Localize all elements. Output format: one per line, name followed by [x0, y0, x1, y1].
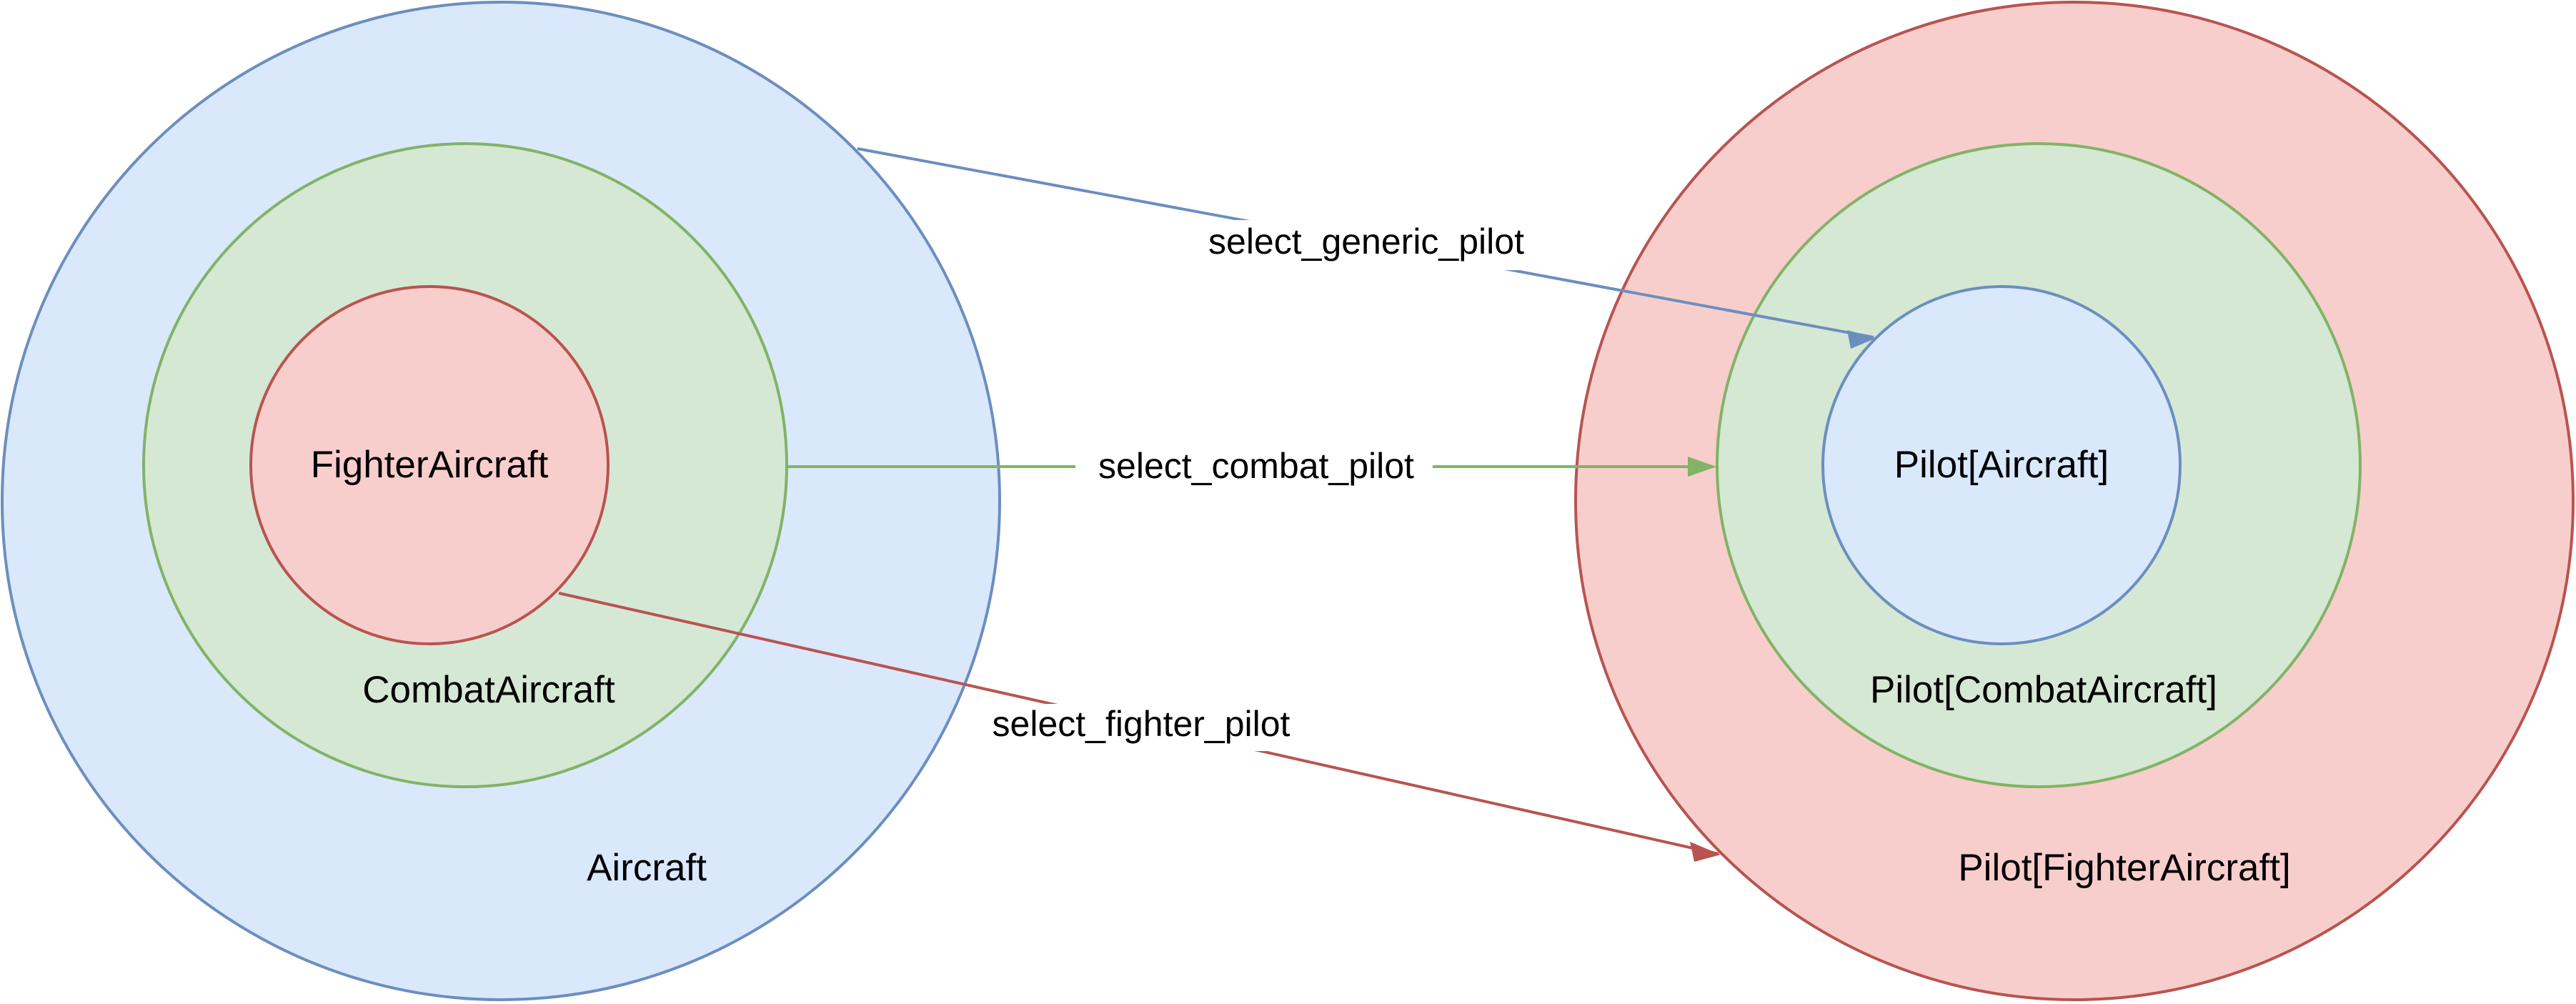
combat-aircraft-label: CombatAircraft — [362, 669, 615, 711]
pilot-combat-aircraft-label: Pilot[CombatAircraft] — [1870, 669, 2217, 711]
edge-combat-label-bg — [1075, 444, 1433, 492]
edge-fighter-label: select_fighter_pilot — [993, 704, 1291, 744]
left-set-group: Aircraft CombatAircraft FighterAircraft — [1, 1, 1001, 1001]
pilot-aircraft-label: Pilot[Aircraft] — [1894, 444, 2109, 486]
edge-fighter[interactable]: select_fighter_pilot — [558, 592, 1721, 862]
edge-combat-label: select_combat_pilot — [1098, 446, 1414, 486]
edge-combat-arrowhead — [1688, 457, 1716, 477]
edge-generic[interactable]: select_generic_pilot — [857, 147, 1876, 349]
fighter-aircraft-label: FighterAircraft — [311, 444, 549, 486]
fighter-aircraft-circle[interactable] — [249, 285, 610, 645]
edge-combat[interactable]: select_combat_pilot — [787, 444, 1716, 492]
right-set-group: Pilot[FighterAircraft] Pilot[CombatAircr… — [1574, 1, 2575, 1001]
pilot-fighter-aircraft-label: Pilot[FighterAircraft] — [1958, 847, 2290, 889]
pilot-aircraft-circle[interactable] — [1821, 285, 2182, 645]
edge-generic-arrowhead — [1847, 330, 1876, 349]
edge-fighter-label-bg — [972, 704, 1315, 751]
edge-generic-label: select_generic_pilot — [1208, 222, 1524, 262]
aircraft-label: Aircraft — [587, 847, 707, 889]
edge-generic-label-bg — [1186, 220, 1543, 270]
edge-fighter-arrowhead — [1690, 842, 1721, 862]
